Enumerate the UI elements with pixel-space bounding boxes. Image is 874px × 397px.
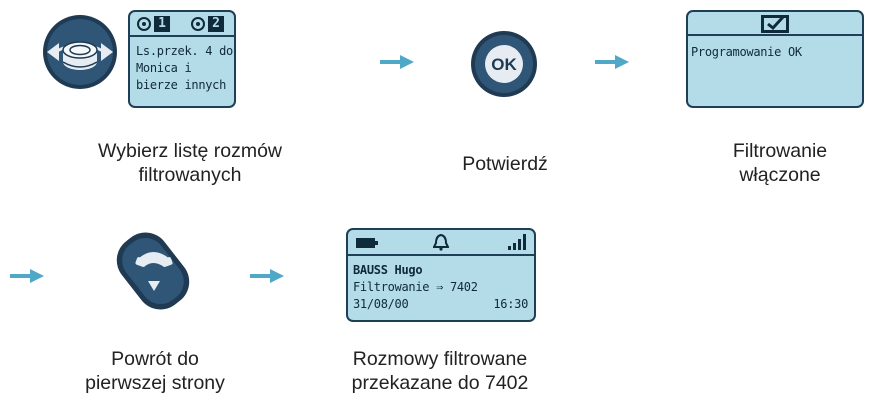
screen-line-3: bierze innych [136,78,227,92]
checkbox-icon [761,15,789,33]
step4-caption: Powrót do pierwszej strony [55,347,255,395]
screen-line-1: Ls.przek. 4 do [136,44,233,58]
step1-caption-line2: filtrowanych [138,164,242,186]
step4-caption-line1: Powrót do [111,348,199,370]
tab-1[interactable]: 1 [136,15,180,33]
date-label: 31/08/00 [353,297,409,311]
tab-2-number: 2 [208,16,224,32]
screen-line-2: Monica i [136,61,192,75]
step1-caption: Wybierz listę rozmów filtrowanych [60,139,320,187]
lcd-screen-idle: BAUSS Hugo Filtrowanie ⇒ 7402 31/08/00 1… [346,228,536,322]
screen-line-1: Programowanie OK [691,45,802,59]
wheel-icon [137,17,151,31]
navigation-key-icon[interactable] [41,14,119,90]
step3-caption-line2: włączone [739,164,821,186]
wheel-icon [191,17,205,31]
ok-key-label: OK [491,55,517,74]
arrow-right-icon [595,55,629,69]
hang-up-key-icon[interactable] [112,225,194,317]
screen-divider [130,35,234,37]
signal-icon [508,234,526,250]
step3-caption-line1: Filtrowanie [732,140,828,162]
step2-caption: Potwierdź [462,153,548,175]
screen-header [348,230,534,256]
step5-caption-line1: Rozmowy filtrowane [352,348,528,370]
step5-caption-line2: przekazane do 7402 [351,372,529,394]
tab-2[interactable]: 2 [190,15,234,33]
step3-caption: Filtrowanie włączone [700,139,860,187]
time-label: 16:30 [493,297,528,311]
battery-icon [356,238,378,248]
tab-1-number: 1 [154,16,170,32]
arrow-right-icon [380,55,414,69]
screen-header [688,12,862,36]
forward-line: Filtrowanie ⇒ 7402 [353,280,478,294]
arrow-right-icon [250,269,284,283]
caller-name: BAUSS Hugo [353,263,423,277]
bell-icon [433,233,449,251]
arrow-right-icon [10,269,44,283]
step1-caption-line1: Wybierz listę rozmów [97,140,283,162]
step4-caption-line2: pierwszej strony [85,372,225,394]
lcd-screen-confirm: Programowanie OK [686,10,864,108]
ok-key-icon[interactable]: OK [470,30,538,98]
lcd-screen-list: 1 2 Ls.przek. 4 do Monica i bierze innyc… [128,10,236,108]
step5-caption: Rozmowy filtrowane przekazane do 7402 [320,347,560,395]
